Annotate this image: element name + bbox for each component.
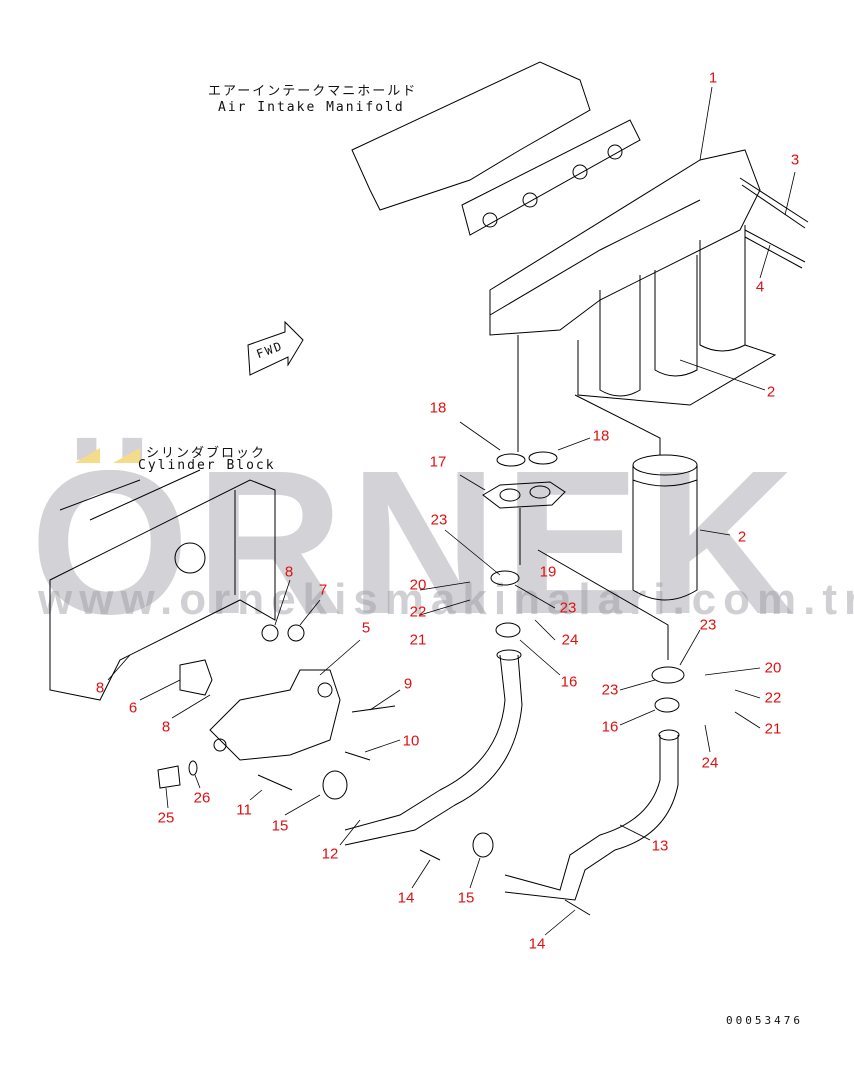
- callout-22: 22: [764, 689, 782, 707]
- watermark-brand: ÖRNEK: [30, 428, 801, 657]
- callout-1: 1: [708, 69, 718, 87]
- filter-cartridges: [577, 225, 777, 406]
- callout-11: 11: [236, 801, 252, 819]
- callout-8: 8: [95, 679, 105, 697]
- callout-12: 12: [321, 845, 339, 863]
- pipe-12: [344, 654, 506, 831]
- pipe-13: [504, 735, 661, 891]
- callout-24: 24: [561, 631, 579, 649]
- callout-15: 15: [271, 817, 289, 835]
- callout-14: 14: [397, 889, 415, 907]
- cylinder-block-label-en: Cylinder Block: [138, 458, 276, 473]
- manifold-label-en: Air Intake Manifold: [218, 100, 405, 115]
- callout-9: 9: [403, 675, 413, 693]
- drawing-code: 00053476: [726, 1014, 803, 1027]
- callout-15: 15: [457, 889, 475, 907]
- filter-head: [489, 149, 761, 336]
- callout-4: 4: [755, 278, 765, 296]
- callout-16: 16: [560, 673, 578, 691]
- callout-23: 23: [699, 616, 717, 634]
- fwd-arrow: [247, 320, 304, 376]
- callout-7: 7: [318, 581, 328, 599]
- housing-5: [209, 669, 341, 761]
- callout-18: 18: [592, 427, 610, 445]
- callout-26: 26: [193, 789, 211, 807]
- callout-8: 8: [161, 718, 171, 736]
- cylinder-block-label-jp: シリンダブロック: [146, 446, 267, 461]
- callout-23: 23: [430, 511, 448, 529]
- manifold-label-jp: エアーインテークマニホールド: [208, 84, 418, 99]
- plug-25: [157, 765, 181, 789]
- callout-8: 8: [284, 563, 294, 581]
- cylinder-block: [49, 469, 276, 701]
- callout-21: 21: [764, 720, 782, 738]
- callout-23: 23: [601, 681, 619, 699]
- callout-17: 17: [429, 453, 447, 471]
- callout-10: 10: [402, 732, 420, 750]
- callout-19: 19: [539, 563, 557, 581]
- spare-filter: [632, 454, 698, 601]
- callout-20: 20: [409, 576, 427, 594]
- adaptor-6: [179, 659, 213, 696]
- callout-2: 2: [737, 528, 747, 546]
- gasket-17: [482, 481, 566, 509]
- watermark-url: www.ornekismakinalari.com.tr: [38, 575, 854, 624]
- callout-14: 14: [528, 935, 546, 953]
- callout-25: 25: [157, 809, 175, 827]
- air-intake-manifold: [351, 61, 591, 211]
- callout-24: 24: [701, 754, 719, 772]
- callout-16: 16: [601, 718, 619, 736]
- callout-13: 13: [651, 837, 669, 855]
- callout-18: 18: [429, 399, 447, 417]
- callout-20: 20: [764, 659, 782, 677]
- callout-5: 5: [361, 619, 371, 637]
- callout-3: 3: [790, 151, 800, 169]
- callout-6: 6: [128, 699, 138, 717]
- callout-2: 2: [766, 383, 776, 401]
- callout-21: 21: [409, 631, 427, 649]
- callout-22: 22: [409, 603, 427, 621]
- callout-23: 23: [559, 599, 577, 617]
